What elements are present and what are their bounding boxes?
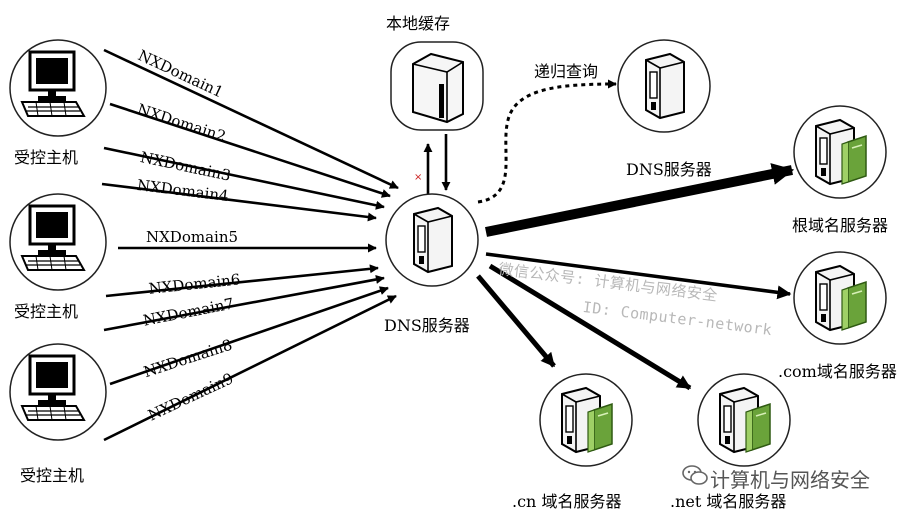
- remote-dns-server-icon: [617, 39, 711, 133]
- host-computer-3-icon: [8, 342, 108, 442]
- host-label-3: 受控主机: [20, 466, 85, 485]
- query-arrow-2: [109, 102, 391, 198]
- query-label-5: NXDomain5: [146, 228, 239, 246]
- root-server-label: 根域名服务器: [792, 216, 889, 235]
- local-cache-icon: [390, 41, 484, 131]
- cn-server-icon: [539, 373, 633, 467]
- recursive-query-arrow: [477, 79, 617, 204]
- recursive-query-label: 递归查询: [534, 62, 599, 81]
- root-server-icon: [793, 105, 887, 199]
- com-server-label: .com域名服务器: [778, 362, 897, 381]
- com-query-arrow: [485, 252, 792, 300]
- cache-mark: ×: [414, 172, 422, 183]
- query-arrow-9: [103, 294, 397, 442]
- center-dns-server-icon: [385, 193, 479, 287]
- wechat-icon: [682, 465, 708, 485]
- query-arrow-4: [101, 182, 377, 222]
- host-label-2: 受控主机: [14, 302, 79, 321]
- com-server-icon: [793, 251, 887, 345]
- host-computer-1-icon: [8, 38, 108, 138]
- query-arrow-6: [105, 264, 379, 298]
- center-dns-label: DNS服务器: [384, 316, 470, 335]
- cn-server-label: .cn 域名服务器: [512, 492, 622, 511]
- query-arrows: [101, 48, 399, 442]
- net-query-arrow: [488, 263, 692, 391]
- net-server-icon: [697, 373, 791, 467]
- local-cache-label: 本地缓存: [386, 14, 451, 33]
- net-server-label: .net 域名服务器: [670, 492, 787, 511]
- host-computer-2-icon: [8, 192, 108, 292]
- query-arrow-7: [103, 275, 385, 332]
- host-label-1: 受控主机: [14, 148, 79, 167]
- query-arrow-1: [103, 48, 399, 190]
- root-query-arrow: [485, 163, 795, 237]
- query-arrow-8: [109, 286, 389, 386]
- query-arrow-3: [103, 146, 385, 210]
- cn-query-arrow: [476, 274, 556, 368]
- remote-dns-label: DNS服务器: [626, 160, 712, 179]
- brand-label: 计算机与网络安全: [710, 468, 870, 492]
